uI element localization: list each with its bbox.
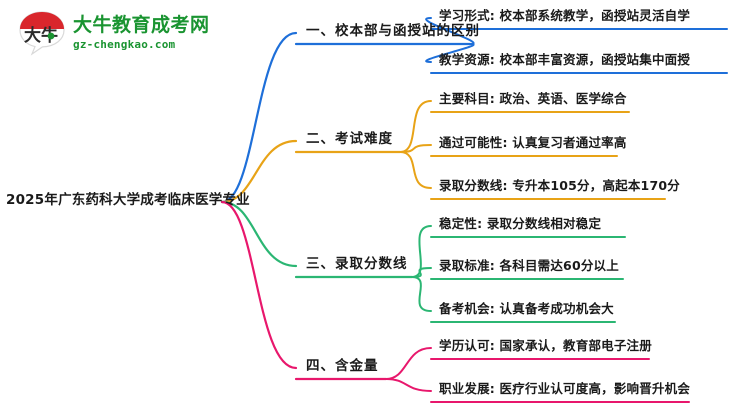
logo-text-block: 大牛教育成考网 gz-chengkao.com	[73, 14, 210, 51]
mindmap-leaf-label-3-1[interactable]: 稳定性: 录取分数线相对稳定	[439, 216, 602, 231]
mindmap-branch-label-1[interactable]: 一、校本部与函授站的区别	[306, 23, 480, 39]
mindmap-leaf-label-2-1[interactable]: 主要科目: 政治、英语、医学综合	[439, 91, 627, 106]
mindmap-leaf-label-3-3[interactable]: 备考机会: 认真备考成功机会大	[439, 301, 614, 316]
mindmap-root-label: 2025年广东药科大学成考临床医学专业	[6, 192, 250, 208]
daniu-speech-bubble-logo: 大牛	[18, 10, 66, 56]
svg-text:大牛: 大牛	[24, 25, 58, 46]
logo-brand-name: 大牛教育成考网	[73, 14, 210, 36]
mindmap-branch-label-2[interactable]: 二、考试难度	[306, 131, 393, 147]
mindmap-leaf-label-4-1[interactable]: 学历认可: 国家承认，教育部电子注册	[439, 338, 652, 353]
mindmap-leaf-label-2-2[interactable]: 通过可能性: 认真复习者通过率高	[439, 135, 627, 150]
mindmap-leaf-label-2-3[interactable]: 录取分数线: 专升本105分，高起本170分	[439, 178, 680, 193]
mindmap-leaf-label-1-1[interactable]: 学习形式: 校本部系统教学，函授站灵活自学	[439, 8, 691, 23]
logo-domain: gz-chengkao.com	[73, 38, 176, 51]
mindmap-branch-label-4[interactable]: 四、含金量	[306, 358, 379, 374]
site-logo: 大牛 大牛教育成考网 gz-chengkao.com	[18, 10, 210, 56]
mindmap-leaf-label-1-2[interactable]: 教学资源: 校本部丰富资源，函授站集中面授	[439, 52, 691, 67]
mindmap-leaf-label-3-2[interactable]: 录取标准: 各科目需达60分以上	[439, 258, 619, 273]
mindmap-leaf-label-4-2[interactable]: 职业发展: 医疗行业认可度高，影响晋升机会	[439, 381, 691, 396]
mindmap-branch-label-3[interactable]: 三、录取分数线	[306, 256, 408, 272]
mindmap-connectors	[220, 17, 728, 403]
